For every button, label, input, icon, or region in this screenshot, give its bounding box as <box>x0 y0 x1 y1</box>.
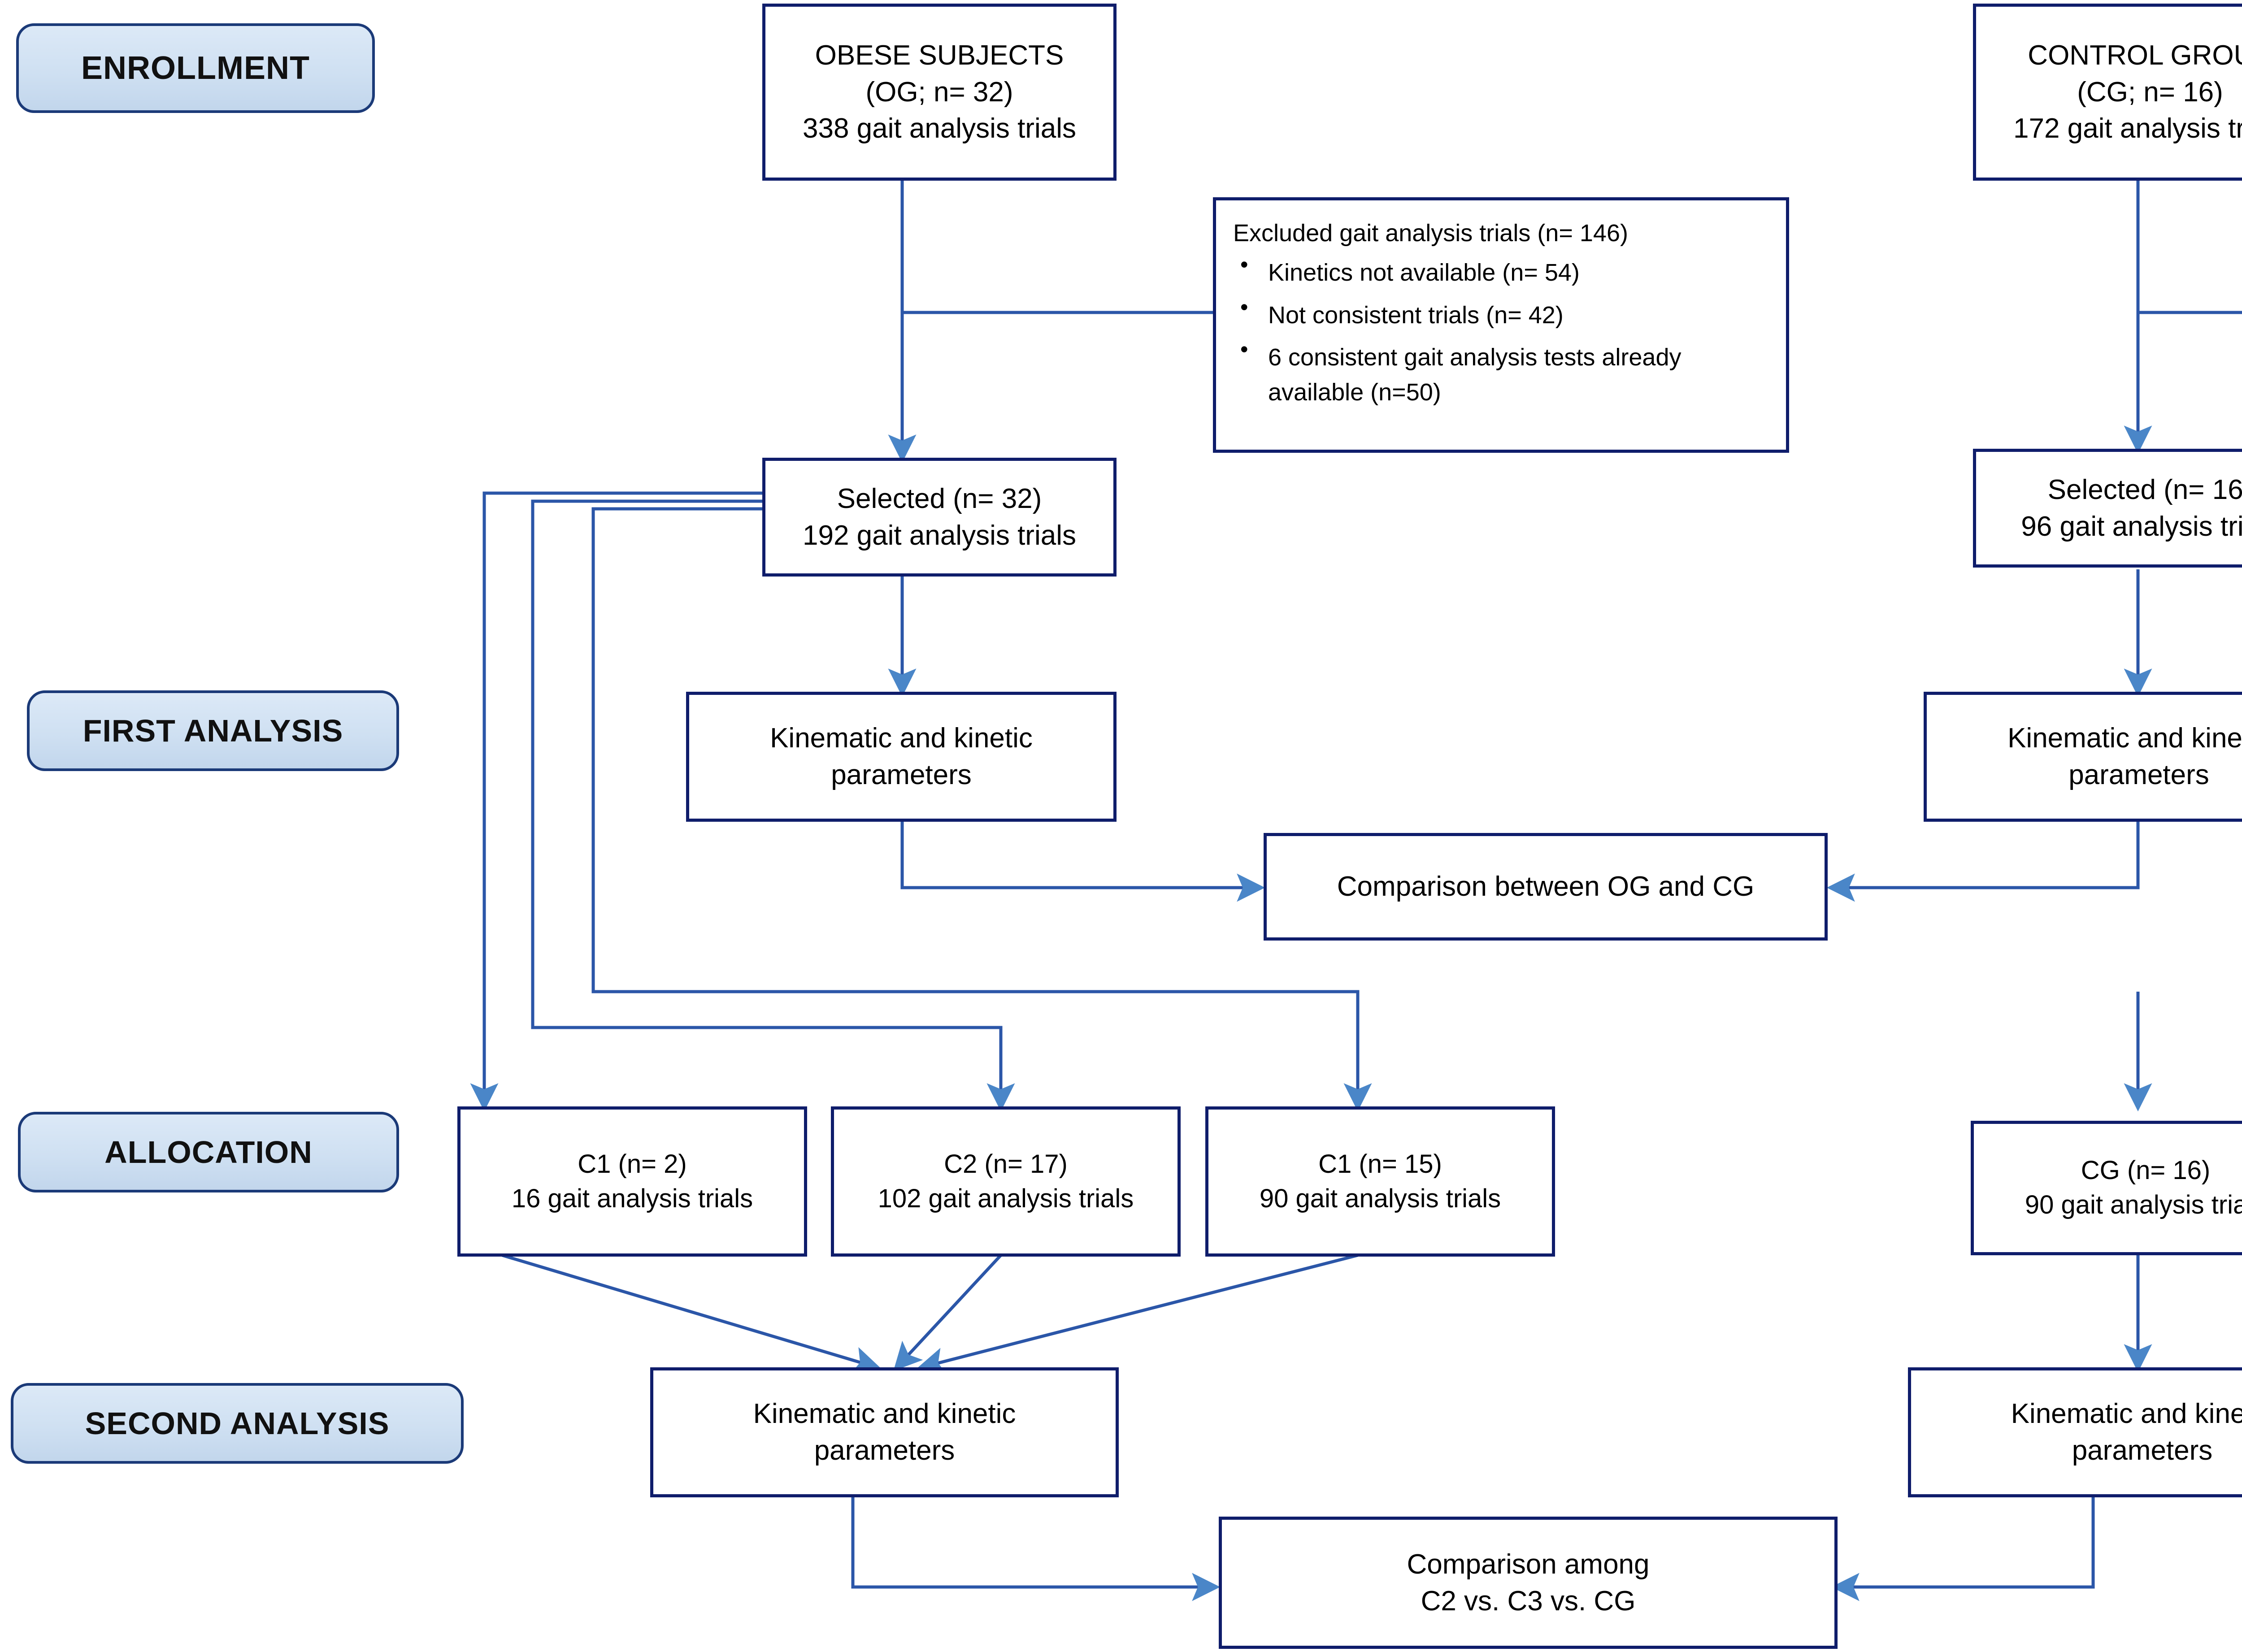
stage-label-enrollment-text: ENROLLMENT <box>81 50 310 86</box>
selected-og-line2: 192 gait analysis trials <box>803 520 1076 551</box>
excluded-og-list: Kinetics not available (n= 54) Not consi… <box>1233 253 1773 410</box>
obese-subjects-line2: (OG; n= 32) <box>865 76 1013 108</box>
stage-label-second-analysis: SECOND ANALYSIS <box>11 1383 464 1464</box>
stage-label-first-analysis-text: FIRST ANALYSIS <box>83 713 343 748</box>
control-group-line3: 172 gait analysis trials <box>2013 113 2242 144</box>
node-selected-og[interactable]: Selected (n= 32) 192 gait analysis trial… <box>762 458 1117 577</box>
wire-ogparams-to-comparison <box>900 821 1265 902</box>
wire-cgparams-to-comparison <box>1826 821 2140 902</box>
stage-label-allocation: ALLOCATION <box>18 1112 399 1192</box>
control-group-line2: (CG; n= 16) <box>2077 76 2223 108</box>
excluded-og-item-2: 6 consistent gait analysis tests already… <box>1233 338 1773 410</box>
wire-cgparams2-to-comparison-among <box>1831 1495 2095 1601</box>
node-comparison-among[interactable]: Comparison among C2 vs. C3 vs. CG <box>1219 1517 1838 1649</box>
wire-c1-to-params2 <box>501 1253 882 1374</box>
wire-c2-to-params2 <box>893 1254 1002 1371</box>
params-og-first-line1: Kinematic and kinetic <box>770 723 1033 754</box>
node-alloc-c2[interactable]: C2 (n= 17) 102 gait analysis trials <box>831 1106 1181 1257</box>
alloc-c3-line1: C1 (n= 15) <box>1318 1149 1442 1179</box>
node-selected-cg[interactable]: Selected (n= 16) 96 gait analysis trials <box>1973 449 2242 568</box>
node-control-group[interactable]: CONTROL GROUP (CG; n= 16) 172 gait analy… <box>1973 4 2242 181</box>
selected-og-line1: Selected (n= 32) <box>837 483 1042 514</box>
excluded-trials-og-box[interactable]: Excluded gait analysis trials (n= 146) K… <box>1213 197 1789 453</box>
excluded-og-item-0: Kinetics not available (n= 54) <box>1233 253 1773 290</box>
alloc-cg-line1: CG (n= 16) <box>2081 1156 2211 1185</box>
node-alloc-cg[interactable]: CG (n= 16) 90 gait analysis trials <box>1971 1121 2242 1255</box>
control-group-line1: CONTROL GROUP <box>2028 39 2242 71</box>
alloc-c1-line2: 16 gait analysis trials <box>511 1184 753 1213</box>
comparison-among-line1: Comparison among <box>1407 1548 1650 1580</box>
node-params-cg-first[interactable]: Kinematic and kinetic parameters <box>1924 692 2242 822</box>
wire-params2-to-comparison-among <box>851 1495 1221 1601</box>
stage-label-enrollment: ENROLLMENT <box>16 23 375 113</box>
stage-label-second-analysis-text: SECOND ANALYSIS <box>85 1406 390 1441</box>
alloc-cg-line2: 90 gait analysis trials <box>2025 1190 2242 1219</box>
params-cg-first-line2: parameters <box>2068 759 2209 790</box>
params-cg-second-line2: parameters <box>2072 1435 2213 1466</box>
comparison-among-line2: C2 vs. C3 vs. CG <box>1421 1585 1636 1617</box>
node-params-cg-second[interactable]: Kinematic and kinetic parameters <box>1908 1367 2242 1497</box>
params-cg-first-line1: Kinematic and kinetic <box>2007 723 2242 754</box>
node-params-og-first[interactable]: Kinematic and kinetic parameters <box>686 692 1117 822</box>
obese-subjects-line3: 338 gait analysis trials <box>803 113 1076 144</box>
alloc-c3-line2: 90 gait analysis trials <box>1259 1184 1501 1213</box>
excluded-og-heading: Excluded gait analysis trials (n= 146) <box>1233 220 1628 247</box>
obese-subjects-line1: OBESE SUBJECTS <box>815 39 1064 71</box>
node-alloc-c3[interactable]: C1 (n= 15) 90 gait analysis trials <box>1205 1106 1555 1257</box>
node-params-og-second[interactable]: Kinematic and kinetic parameters <box>650 1367 1119 1497</box>
node-obese-subjects[interactable]: OBESE SUBJECTS (OG; n= 32) 338 gait anal… <box>762 4 1117 181</box>
stage-label-first-analysis: FIRST ANALYSIS <box>27 690 399 771</box>
comparison-og-cg-line1: Comparison between OG and CG <box>1337 871 1755 902</box>
stage-label-allocation-text: ALLOCATION <box>104 1135 313 1170</box>
alloc-c2-line2: 102 gait analysis trials <box>878 1184 1134 1213</box>
params-og-second-line1: Kinematic and kinetic <box>753 1398 1016 1430</box>
selected-cg-line1: Selected (n= 16) <box>2047 474 2242 505</box>
params-cg-second-line1: Kinematic and kinetic <box>2011 1398 2242 1430</box>
params-og-first-line2: parameters <box>831 759 972 790</box>
node-comparison-og-cg[interactable]: Comparison between OG and CG <box>1264 833 1828 941</box>
excluded-og-item-1: Not consistent trials (n= 42) <box>1233 296 1773 333</box>
params-og-second-line2: parameters <box>814 1435 955 1466</box>
alloc-c1-line1: C1 (n= 2) <box>578 1149 687 1179</box>
wire-c3-to-params2 <box>917 1253 1358 1375</box>
node-alloc-c1[interactable]: C1 (n= 2) 16 gait analysis trials <box>457 1106 807 1257</box>
selected-cg-line2: 96 gait analysis trials <box>2021 511 2242 542</box>
alloc-c2-line1: C2 (n= 17) <box>944 1149 1068 1179</box>
